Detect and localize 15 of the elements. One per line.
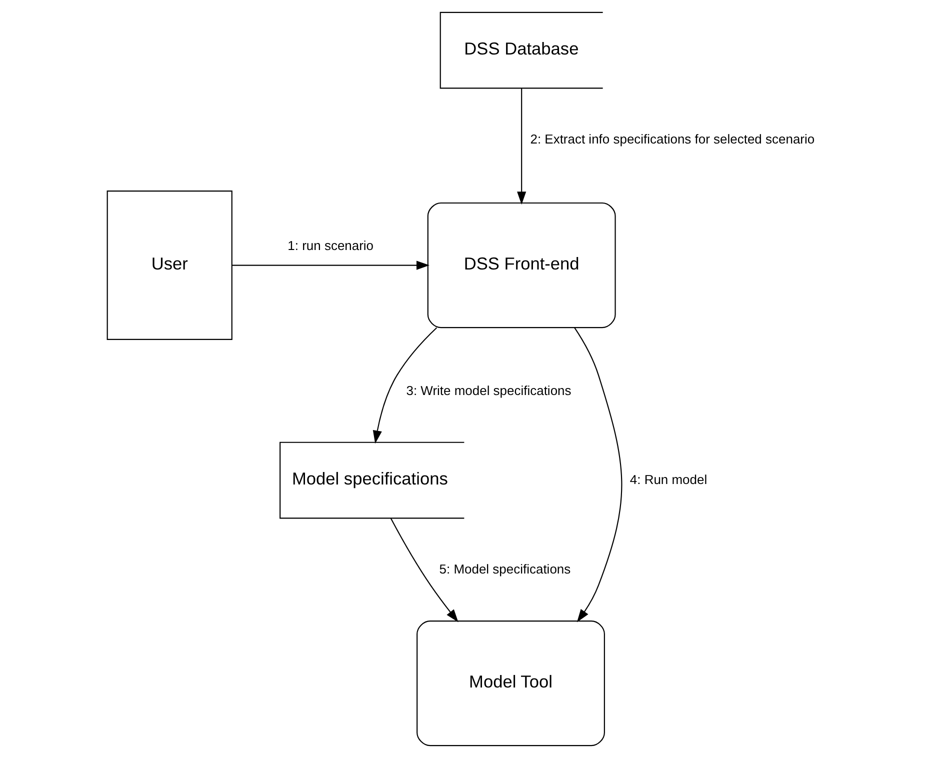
arrow (574, 327, 622, 622)
node-box: User (106, 190, 232, 340)
arrow (390, 518, 458, 622)
arrow (232, 260, 429, 270)
node-box: Model Tool (416, 620, 604, 746)
arrow (372, 327, 437, 444)
node-text: DSS Database (464, 38, 578, 58)
node-box: DSS Front-end (426, 202, 616, 328)
edge-label: 4: Run model (629, 472, 707, 488)
node-text: Model specifications (291, 468, 448, 488)
edge-label: 1: run scenario (287, 238, 374, 254)
edge-label: 2: Extract info specifications for selected scenario (530, 132, 814, 147)
edge-label: 3: Write model specifications (406, 382, 571, 398)
arrow (516, 88, 526, 205)
edge-label: 5: Model specifications (438, 562, 570, 577)
